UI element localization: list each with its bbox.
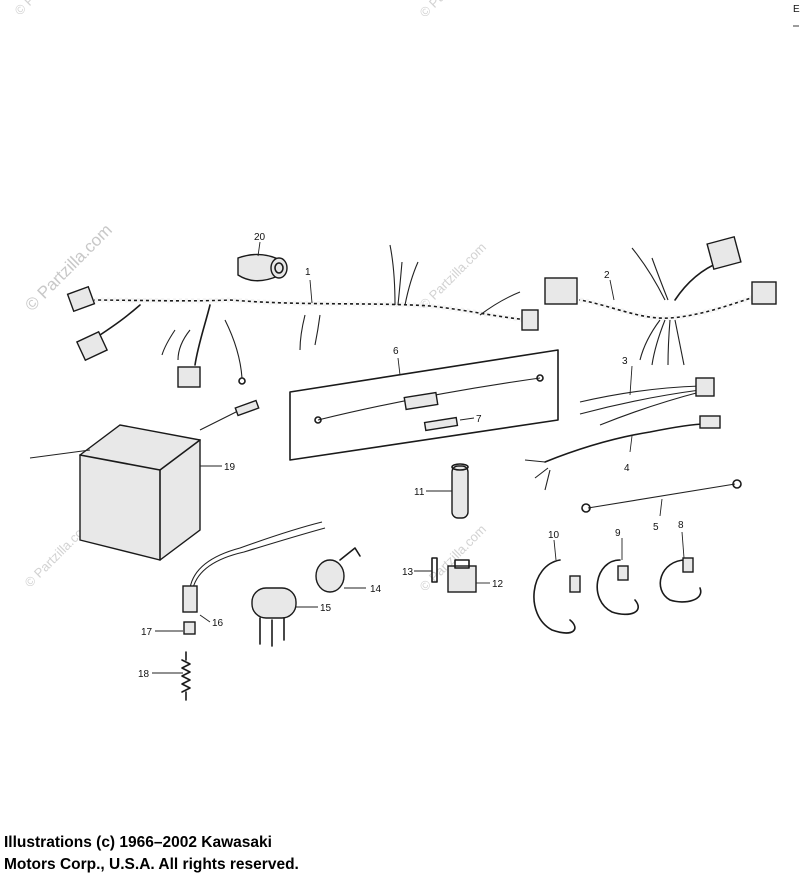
- part-12-relay: [447, 559, 477, 593]
- callout-15: 15: [320, 603, 332, 614]
- callout-11: 11: [414, 487, 425, 498]
- leaders: [152, 241, 685, 674]
- watermark-top-left: © Partzilla.com: [12, 0, 85, 18]
- callout-8: 8: [678, 520, 684, 531]
- callout-20: 20: [254, 232, 266, 243]
- callout-12: 12: [492, 579, 504, 590]
- part-18-spring: [181, 651, 191, 701]
- watermark-center: © Partzilla.com: [417, 240, 490, 313]
- part-17-nut: [183, 621, 196, 635]
- part-6-fuse-holder-panel: [289, 349, 559, 461]
- watermark-top-center: © Partzilla.com: [417, 0, 490, 20]
- part-4-lead: [524, 415, 721, 491]
- part-10-clamp: [533, 559, 581, 634]
- part-3-lead: [579, 377, 715, 426]
- copyright-line-2: Motors Corp., U.S.A. All rights reserved…: [4, 856, 299, 873]
- callout-18: 18: [138, 669, 150, 680]
- part-11-sleeve: [451, 463, 469, 519]
- part-1-main-harness: [66, 244, 539, 388]
- callout-13: 13: [402, 567, 414, 578]
- callout-labels: 1 2 3 4 5 6 7 8 9 10 11 12 13 14 15 16 1…: [138, 232, 684, 680]
- callout-16: 16: [212, 618, 224, 629]
- part-14-horn: [315, 547, 361, 593]
- part-9-clamp: [596, 559, 639, 616]
- part-7-fuse: [423, 416, 459, 432]
- callout-9: 9: [615, 528, 621, 539]
- callout-7: 7: [476, 414, 482, 425]
- callout-17: 17: [141, 627, 153, 638]
- callout-4: 4: [624, 463, 630, 474]
- callout-6: 6: [393, 346, 399, 357]
- copyright-footer: Illustrations (c) 1966–2002 Kawasaki Mot…: [4, 832, 299, 876]
- part-2-secondary-harness: [544, 235, 777, 366]
- corner-mark: E: [793, 4, 800, 15]
- callout-10: 10: [548, 530, 560, 541]
- part-19-battery: [29, 399, 260, 561]
- callout-3: 3: [622, 356, 628, 367]
- callout-2: 2: [604, 270, 610, 281]
- part-8-clamp: [659, 557, 702, 603]
- part-13-bolt: [431, 557, 438, 583]
- callout-5: 5: [653, 522, 659, 533]
- callout-14: 14: [370, 584, 382, 595]
- part-20-cap: [237, 253, 288, 282]
- part-15-flasher: [251, 587, 297, 647]
- callout-19: 19: [224, 462, 236, 473]
- part-16-switch: [182, 521, 326, 635]
- part-5-ground-lead: [581, 479, 742, 513]
- callout-1: 1: [305, 267, 311, 278]
- copyright-line-1: Illustrations (c) 1966–2002 Kawasaki: [4, 834, 272, 851]
